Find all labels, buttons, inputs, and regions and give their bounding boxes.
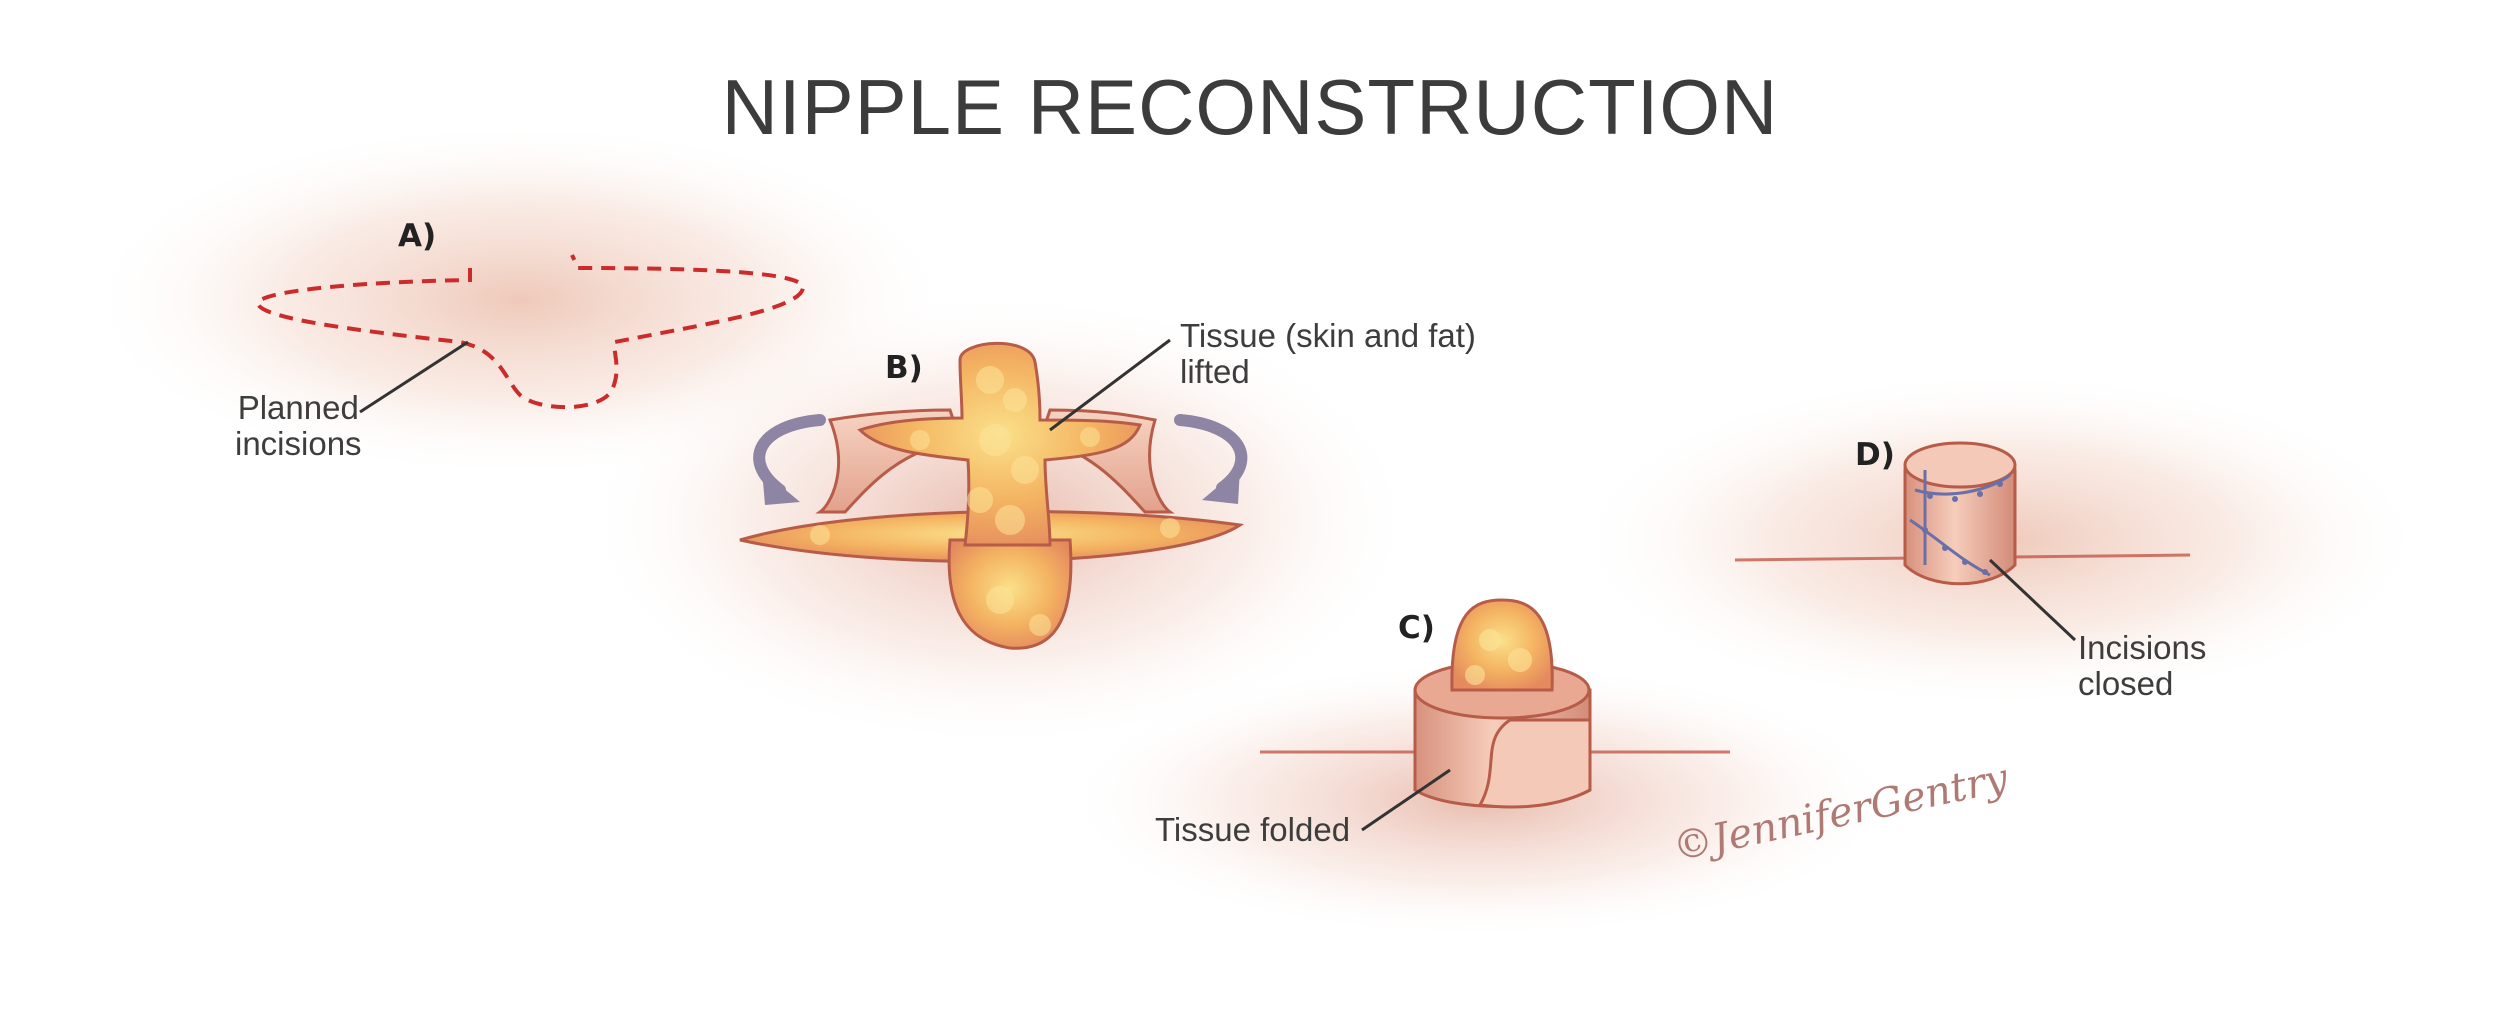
step-label-a: A) bbox=[398, 218, 437, 254]
arrow-left-head bbox=[762, 470, 800, 505]
callout-incisions-closed: Incisions closed bbox=[2078, 630, 2206, 702]
callout-folded-line1: Tissue folded bbox=[1155, 811, 1351, 848]
flap-b bbox=[739, 341, 1245, 650]
leader-folded bbox=[1361, 768, 1451, 832]
leader-lifted bbox=[1049, 338, 1171, 432]
callout-lifted-line2: lifted bbox=[1180, 353, 1250, 390]
step-label-c: C) bbox=[1398, 610, 1435, 646]
arrow-right-head bbox=[1202, 468, 1240, 504]
folded-tissue-c bbox=[1260, 598, 1730, 809]
callout-closed-line2: closed bbox=[2078, 665, 2174, 702]
callout-planned-incisions: Planned incisions bbox=[235, 390, 362, 462]
page-title: NIPPLE RECONSTRUCTION bbox=[721, 63, 1779, 151]
callout-tissue-folded: Tissue folded bbox=[1155, 812, 1350, 848]
callout-tissue-lifted: Tissue (skin and fat) lifted bbox=[1180, 318, 1476, 390]
callout-lifted-line1: Tissue (skin and fat) bbox=[1180, 317, 1476, 354]
closed-nipple-d bbox=[1734, 441, 2191, 586]
step-label-d: D) bbox=[1855, 437, 1895, 473]
leader-planned bbox=[359, 340, 469, 414]
step-label-b: B) bbox=[885, 350, 923, 386]
callout-planned-line2: incisions bbox=[235, 425, 362, 462]
callout-closed-line1: Incisions bbox=[2078, 629, 2207, 666]
leader-closed bbox=[1988, 558, 2077, 642]
incision-outline bbox=[256, 254, 805, 410]
callout-planned-line1: Planned bbox=[237, 389, 359, 426]
